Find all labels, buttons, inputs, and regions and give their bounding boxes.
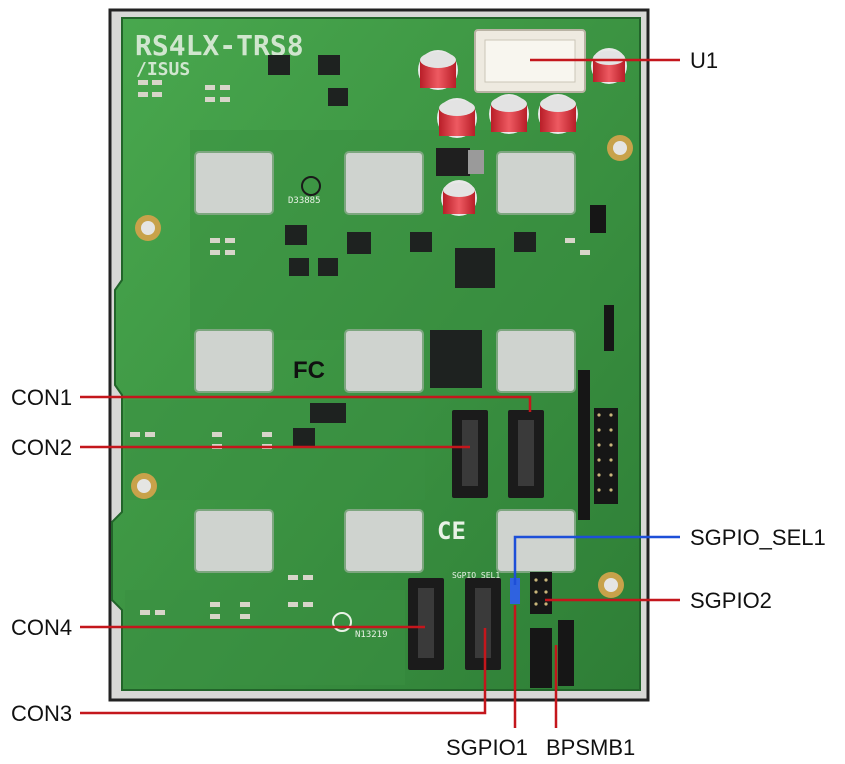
- capacitors: [418, 48, 627, 216]
- label-sgpio2: SGPIO2: [690, 588, 772, 613]
- silkscreen-code2: N13219: [355, 630, 388, 640]
- ce-mark: CE: [437, 517, 466, 545]
- label-sgpio-sel1: SGPIO_SEL1: [690, 525, 826, 550]
- label-con3: CON3: [11, 701, 72, 726]
- sgpio-sel1-leader: [513, 535, 680, 585]
- label-con4: CON4: [11, 615, 72, 640]
- label-sgpio1: SGPIO1: [446, 735, 528, 760]
- voltage-regulator: [436, 148, 484, 176]
- ic-chips: [268, 55, 536, 446]
- leader-lines: [80, 58, 680, 728]
- con3-leader: [80, 628, 487, 715]
- con3-sata-connector: [465, 578, 501, 670]
- label-bpsmb1: BPSMB1: [546, 735, 635, 760]
- fcc-mark: FC: [293, 357, 325, 384]
- cert-mark: [332, 612, 352, 632]
- board-cutouts: [194, 151, 576, 573]
- silkscreen-sgpio-sel: SGPIO_SEL1: [452, 571, 500, 580]
- con1-sata-connector: [508, 410, 544, 498]
- header-pins: [534, 413, 613, 606]
- silkscreen-code1: D33885: [288, 196, 321, 206]
- silkscreen-brand: /ISUS: [136, 59, 190, 80]
- pin-headers: [510, 205, 618, 688]
- label-u1: U1: [690, 48, 718, 73]
- svg-text:FC: FC: [293, 357, 325, 384]
- con4-sata-connector: [408, 578, 444, 670]
- label-con1: CON1: [11, 385, 72, 410]
- board-region-mid: [125, 400, 425, 500]
- cert-mark-upper: [301, 176, 321, 196]
- con1-leader: [80, 395, 532, 412]
- con2-sata-connector: [452, 410, 488, 498]
- label-con2: CON2: [11, 435, 72, 460]
- mounting-holes: [131, 135, 633, 598]
- board-region-low: [125, 590, 405, 685]
